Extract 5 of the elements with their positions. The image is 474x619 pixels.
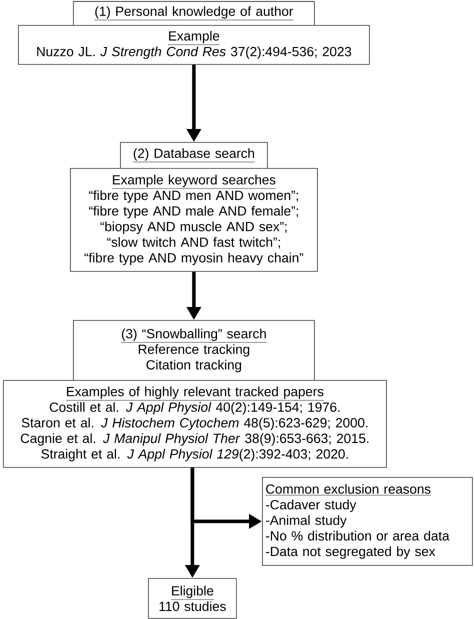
process-box: (1) Personal knowledge of author bbox=[73, 1, 315, 26]
exclusion-box: Common exclusion reasons -Cadaver study -Animal study -No % distribution or area data -Data not segregated by sex bbox=[262, 477, 473, 566]
process-box: (3) “Snowballing” search Reference tracking Citation tracking bbox=[73, 320, 315, 381]
process-box: (2) Database search bbox=[120, 142, 268, 169]
result-box: Eligible 110 studies bbox=[148, 578, 237, 619]
